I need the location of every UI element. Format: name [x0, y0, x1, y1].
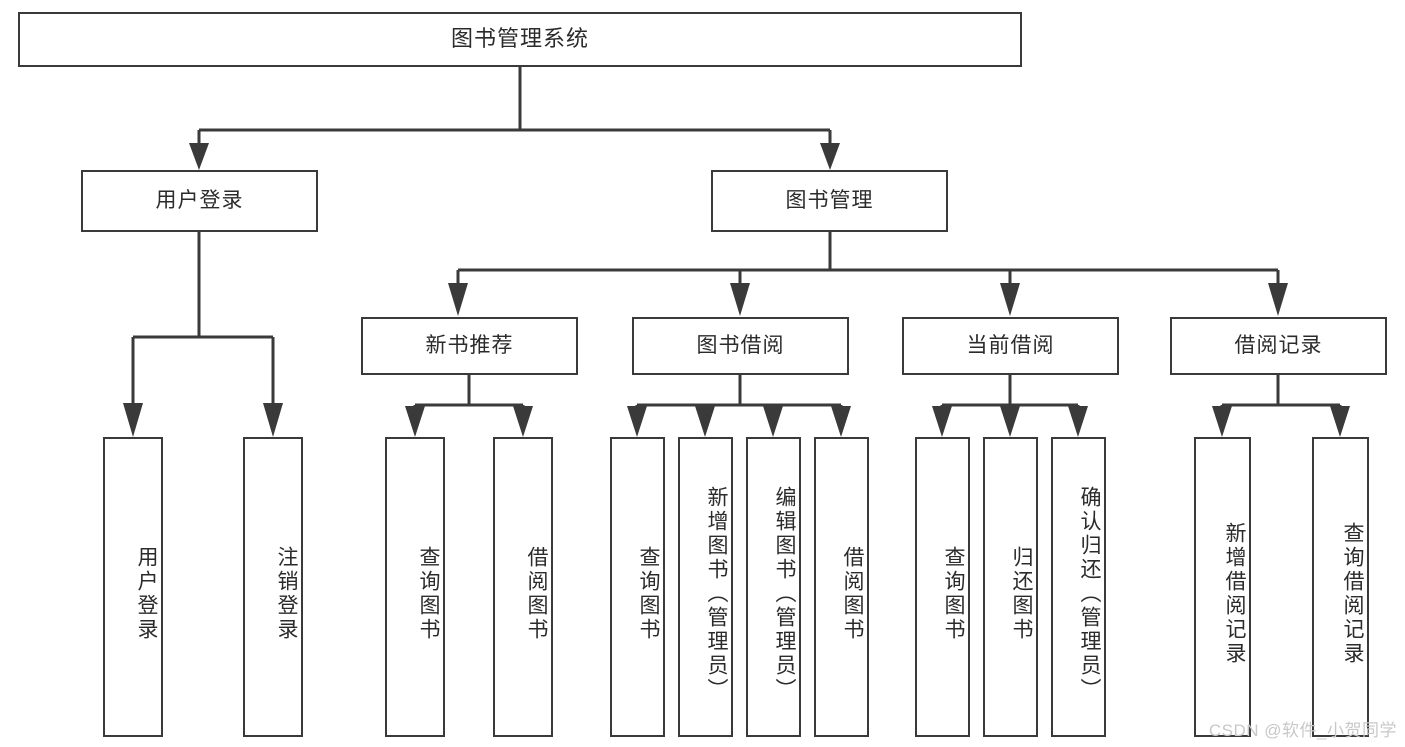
node-borrow-record[interactable]: 借阅记录: [1170, 317, 1387, 375]
node-label: 借阅记录: [1234, 334, 1323, 358]
node-root-book-management-system[interactable]: 图书管理系统: [18, 12, 1022, 67]
node-label: 图书管理: [785, 189, 874, 213]
node-label: 查询借阅记录: [1341, 522, 1364, 666]
leaf-logout[interactable]: 注销登录: [243, 437, 303, 737]
node-label: 归还图书: [1010, 546, 1033, 642]
arrowhead-borrow-leaf-4: [831, 406, 851, 437]
leaf-newbook-borrow-book[interactable]: 借阅图书: [493, 437, 553, 737]
node-label: 借阅图书: [525, 546, 548, 642]
node-label: 图书借阅: [696, 334, 785, 358]
arrowhead-borrow-leaf-2: [695, 406, 715, 437]
leaf-current-confirm-return-admin[interactable]: 确认归还（管理员）: [1051, 437, 1106, 737]
leaf-current-return-book[interactable]: 归还图书: [983, 437, 1038, 737]
node-label: 新书推荐: [425, 334, 514, 358]
node-label: 图书管理系统: [450, 26, 589, 52]
arrowhead-current-leaf-2: [1000, 406, 1020, 437]
node-label: 新增图书（管理员）: [705, 486, 728, 702]
leaf-borrow-edit-book-admin[interactable]: 编辑图书（管理员）: [746, 437, 801, 737]
node-label: 编辑图书（管理员）: [773, 486, 796, 702]
node-user-login[interactable]: 用户登录: [81, 170, 318, 232]
arrowhead-record-leaf-2: [1330, 406, 1350, 437]
node-label: 查询图书: [942, 546, 965, 642]
leaf-borrow-query-book[interactable]: 查询图书: [610, 437, 665, 737]
arrowhead-current-borrow: [1000, 283, 1020, 316]
node-label: 确认归还（管理员）: [1078, 486, 1101, 702]
arrowhead-book-borrow: [730, 283, 750, 316]
leaf-user-login[interactable]: 用户登录: [103, 437, 163, 737]
arrowhead-user-login: [189, 143, 209, 170]
node-label: 用户登录: [135, 546, 158, 642]
arrowhead-borrow-leaf-3: [763, 406, 783, 437]
node-label: 查询图书: [637, 546, 660, 642]
node-label: 借阅图书: [841, 546, 864, 642]
node-book-management[interactable]: 图书管理: [711, 170, 948, 232]
arrowhead-borrow-leaf-1: [627, 406, 647, 437]
arrowhead-borrow-record: [1268, 283, 1288, 316]
leaf-borrow-add-book-admin[interactable]: 新增图书（管理员）: [678, 437, 733, 737]
node-label: 注销登录: [275, 546, 298, 642]
arrowhead-newbook-leaf-2: [513, 406, 533, 437]
node-label: 查询图书: [417, 546, 440, 642]
arrowhead-current-leaf-3: [1068, 406, 1088, 437]
arrowhead-book-manage: [820, 143, 840, 170]
node-label: 当前借阅: [966, 334, 1055, 358]
leaf-record-add-record[interactable]: 新增借阅记录: [1194, 437, 1251, 737]
arrowhead-leaf-logout: [263, 403, 283, 437]
leaf-borrow-borrow-book[interactable]: 借阅图书: [814, 437, 869, 737]
leaf-current-query-book[interactable]: 查询图书: [915, 437, 970, 737]
leaf-newbook-query-book[interactable]: 查询图书: [385, 437, 445, 737]
node-current-borrow[interactable]: 当前借阅: [902, 317, 1119, 375]
node-book-borrow[interactable]: 图书借阅: [632, 317, 849, 375]
leaf-record-query-record[interactable]: 查询借阅记录: [1312, 437, 1369, 737]
arrowhead-new-book: [448, 283, 468, 316]
node-label: 用户登录: [155, 189, 244, 213]
arrowhead-leaf-user-login: [123, 403, 143, 437]
arrowhead-newbook-leaf-1: [405, 406, 425, 437]
arrowhead-record-leaf-1: [1212, 406, 1232, 437]
node-label: 新增借阅记录: [1223, 522, 1246, 666]
csdn-watermark: CSDN @软件_小贺同学: [1208, 721, 1397, 740]
node-new-book-recommend[interactable]: 新书推荐: [361, 317, 578, 375]
arrowhead-current-leaf-1: [932, 406, 952, 437]
